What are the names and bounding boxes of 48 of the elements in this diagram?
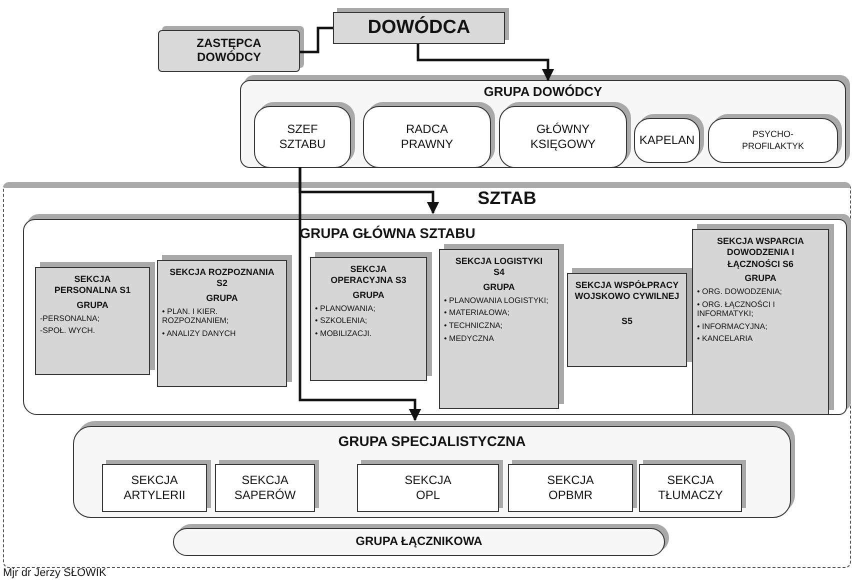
author-credit: Mjr dr Jerzy SŁOWIK xyxy=(3,567,106,579)
task-item: • SZKOLENIA; xyxy=(315,316,368,326)
subgroup-heading: GRUPA xyxy=(744,272,776,284)
task-item: -SPOŁ. WYCH. xyxy=(40,326,96,336)
unit-name: SZEF SZTABU xyxy=(278,122,327,152)
subgroup-heading: S5 xyxy=(621,316,632,327)
connector-arrow xyxy=(298,167,422,422)
subgroup-heading: GRUPA xyxy=(352,290,384,301)
unit-name: SEKCJA SAPERÓW xyxy=(233,473,297,503)
task-item: • PLAN. I KIER. ROZPOZNANIEM; xyxy=(162,306,230,326)
unit-name: RADCA PRAWNY xyxy=(400,122,454,152)
unit-name: SEKCJA OPL xyxy=(404,473,452,503)
subgroup-heading: GRUPA xyxy=(206,292,238,304)
unit-title: GRUPA GŁÓWNA SZTABU xyxy=(300,225,476,242)
staff-area xyxy=(3,182,851,568)
section-name: SEKCJA LOGISTYKI S4 xyxy=(454,256,544,278)
section-name: SEKCJA ROZPOZNANIA S2 xyxy=(168,267,276,290)
unit-title: GRUPA DOWÓDCY xyxy=(484,85,602,100)
connector-arrow xyxy=(416,44,554,82)
subgroup-heading: GRUPA xyxy=(483,282,515,293)
task-item: • PLANOWANIA LOGISTYKI; xyxy=(444,296,548,306)
subgroup-heading: GRUPA xyxy=(76,300,108,311)
unit-title: ZASTĘPCA DOWÓDCY xyxy=(196,37,262,65)
task-item: • TECHNICZNA; xyxy=(444,320,503,331)
unit-name: SEKCJA TŁUMACZY xyxy=(657,473,724,503)
task-item: -PERSONALNA; xyxy=(40,314,100,324)
task-item: • MATERIAŁOWA; xyxy=(444,308,510,318)
section-name: SEKCJA OPERACYJNA S3 xyxy=(330,264,408,286)
section-name: SEKCJA PERSONALNA S1 xyxy=(53,274,132,296)
section-name: SEKCJA WSPÓŁPRACY WOJSKOWO CYWILNEJ xyxy=(574,280,680,302)
task-item: • ANALIZY DANYCH xyxy=(162,328,236,339)
task-item: • ORG. ŁĄCZNOŚCI I INFORMATYKI; xyxy=(697,300,776,319)
unit-title: SZTAB xyxy=(478,188,536,209)
task-item: • MOBILIZACJI. xyxy=(315,328,372,339)
unit-name: KAPELAN xyxy=(639,133,695,148)
unit-name: SEKCJA OPBMR xyxy=(546,473,595,503)
unit-name: SEKCJA ARTYLERII xyxy=(122,473,186,503)
section-name: SEKCJA WSPARCIA DOWODZENIA I ŁĄCZNOŚCI S6 xyxy=(716,236,805,270)
unit-name: GŁÓWNY KSIĘGOWY xyxy=(529,122,597,152)
task-item: • ORG. DOWODZENIA; xyxy=(697,287,782,297)
unit-name: PSYCHO- PROFILAKTYK xyxy=(740,129,805,152)
task-item: • MEDYCZNA xyxy=(444,334,494,344)
task-item: • PLANOWANIA; xyxy=(315,304,376,314)
unit-title: DOWÓDCA xyxy=(368,17,470,39)
unit-title: GRUPA SPECJALISTYCZNA xyxy=(338,433,526,450)
task-item: • INFORMACYJNA; xyxy=(697,322,768,332)
unit-title: GRUPA ŁĄCZNIKOWA xyxy=(356,535,482,549)
task-item: • KANCELARIA xyxy=(697,334,753,344)
